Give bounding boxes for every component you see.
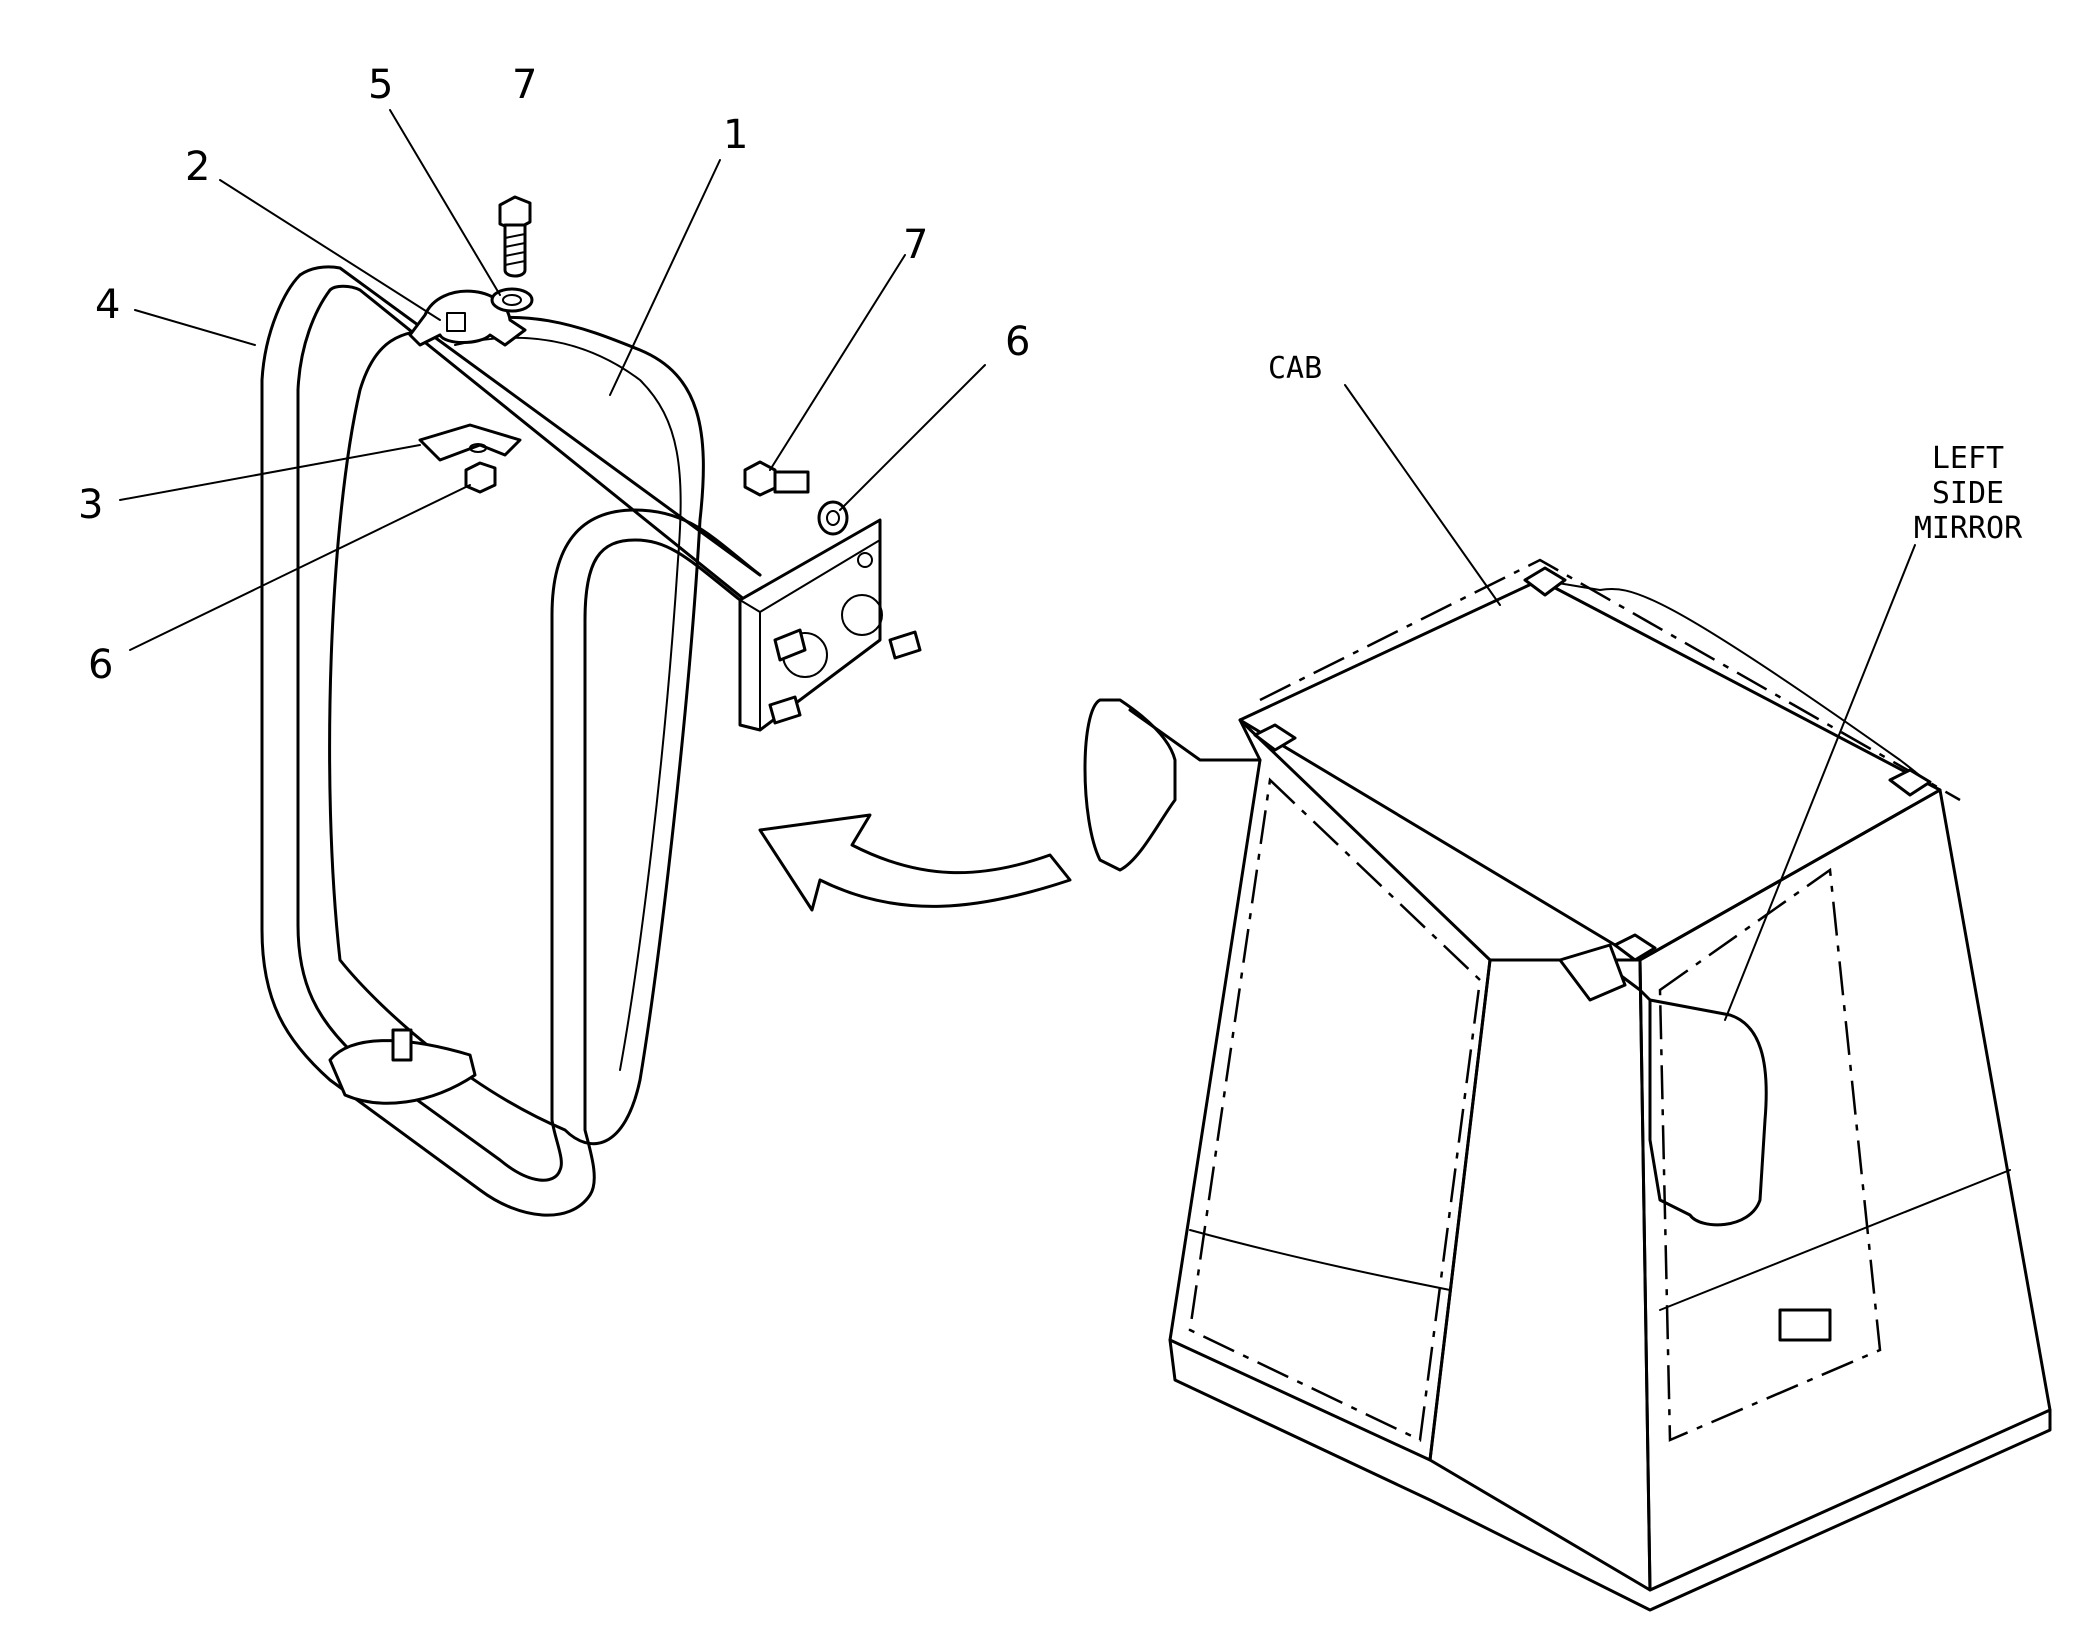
mirror-assembly bbox=[260, 195, 922, 1217]
cab-door-handle bbox=[1778, 1308, 1832, 1342]
bolt-7-top-thread bbox=[504, 233, 526, 266]
install-direction-arrow bbox=[758, 813, 1072, 912]
leader-4 bbox=[134, 309, 256, 346]
roof-mount-2 bbox=[1253, 723, 1297, 752]
bolt-7-mid bbox=[743, 460, 777, 497]
mirror-frame-tube-top-2 bbox=[328, 284, 747, 602]
cab-front-panel bbox=[1188, 777, 1482, 1442]
cab-front-left-face bbox=[1168, 718, 1492, 1462]
cab-assembly bbox=[1083, 558, 2052, 1612]
frame-bottom-stud bbox=[391, 1028, 413, 1062]
plate-hole-b bbox=[841, 594, 883, 636]
label-left-side-mirror-line-1: LEFT bbox=[1932, 441, 2004, 476]
clamp-lower-hole bbox=[469, 443, 487, 453]
callout-4: 4 bbox=[95, 282, 120, 328]
clamp-slot bbox=[446, 312, 466, 332]
cab-rear-mirror-arm bbox=[1128, 708, 1262, 762]
bolt-7-top-shank bbox=[503, 223, 527, 278]
washer-6-hole bbox=[826, 510, 840, 526]
roof-mount-1 bbox=[1523, 566, 1567, 597]
mirror-frame-tube-top bbox=[298, 265, 762, 577]
bolt-7-mid-shank bbox=[773, 470, 810, 494]
callout-6-top: 6 bbox=[1005, 319, 1030, 365]
nut-6-left bbox=[464, 461, 497, 494]
cab-roof bbox=[1238, 578, 1942, 962]
mirror-frame-tube-outer bbox=[260, 273, 742, 1217]
cab-right-face-panel bbox=[1658, 867, 1882, 1442]
clamp-bracket-lower bbox=[418, 423, 522, 462]
cab-lower-band-right bbox=[1659, 1169, 2011, 1311]
mounting-plate-top bbox=[759, 539, 881, 613]
washer-5 bbox=[490, 287, 534, 313]
callout-1: 1 bbox=[723, 112, 748, 158]
callout-2: 2 bbox=[185, 144, 210, 190]
callout-3: 3 bbox=[78, 482, 103, 528]
cab-front-right-face bbox=[1428, 958, 1652, 1592]
left-side-mirror-frame bbox=[1648, 998, 1768, 1227]
callout-6-bottom: 6 bbox=[88, 642, 113, 688]
leader-lines bbox=[119, 109, 1916, 1021]
plate-stud-1 bbox=[773, 628, 807, 662]
plate-hole-c bbox=[857, 552, 873, 568]
leader-5 bbox=[389, 109, 501, 296]
leader-6-top bbox=[839, 364, 986, 511]
roof-mount-4 bbox=[1613, 933, 1657, 962]
leader-1 bbox=[609, 159, 721, 396]
washer-5-hole bbox=[502, 294, 522, 306]
label-cab: CAB bbox=[1268, 351, 1322, 386]
frame-bottom-bracket bbox=[328, 1039, 477, 1105]
text-labels: CAB LEFT SIDE MIRROR bbox=[1268, 351, 2023, 546]
label-left-side-mirror-line-2: SIDE bbox=[1932, 476, 2004, 511]
leader-cab bbox=[1344, 384, 1501, 606]
plate-stud-2 bbox=[888, 630, 922, 660]
roof-mount-3 bbox=[1888, 768, 1932, 797]
cab-right-face bbox=[1638, 788, 2052, 1592]
mirror-housing bbox=[328, 315, 705, 1146]
leader-2 bbox=[219, 179, 441, 321]
cab-rear-mirror-frame bbox=[1083, 698, 1177, 872]
leader-left-side-mirror bbox=[1724, 544, 1916, 1021]
callout-5: 5 bbox=[368, 62, 393, 108]
cab-lower-band-left bbox=[1189, 1229, 1451, 1291]
left-side-mirror-bracket bbox=[1558, 943, 1627, 1002]
plate-stud-3 bbox=[768, 695, 802, 725]
leader-7-mid bbox=[769, 254, 906, 471]
callout-7-top: 7 bbox=[512, 62, 537, 108]
cab-roof-rear bbox=[1259, 558, 1961, 802]
mirror-frame-tube-inner bbox=[296, 288, 762, 1182]
label-left-side-mirror-line-3: MIRROR bbox=[1914, 511, 2023, 546]
callout-7-mid: 7 bbox=[903, 222, 928, 268]
leader-6-bottom bbox=[129, 484, 471, 651]
leader-3 bbox=[119, 444, 421, 501]
mirror-housing-inner-edge bbox=[454, 336, 682, 1071]
mounting-plate bbox=[738, 518, 882, 732]
bolt-7-top bbox=[498, 195, 532, 232]
callout-numbers: 1 2 3 4 5 6 6 7 7 bbox=[78, 62, 1030, 688]
cab-base bbox=[1168, 1338, 2052, 1612]
